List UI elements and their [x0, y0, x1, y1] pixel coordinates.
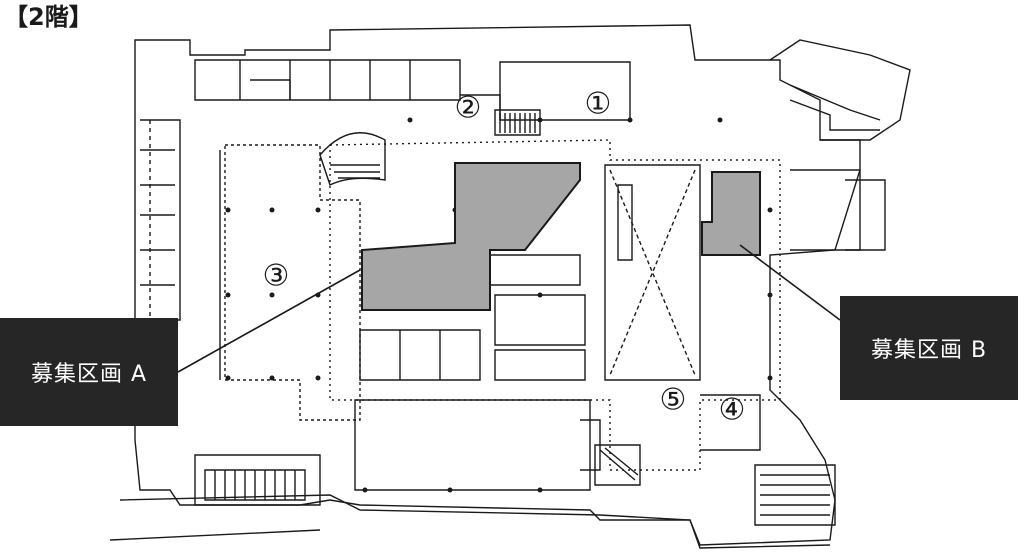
right-wing-rooms: [790, 169, 861, 251]
stairs-2: [494, 109, 541, 136]
lower-hall: [354, 399, 591, 491]
void-right: [604, 164, 701, 381]
area-number-1: ①: [585, 87, 612, 122]
central-core: [489, 254, 581, 286]
callout-recruitment-area-b: 募集区画 B: [840, 296, 1018, 400]
area-number-2: ②: [455, 91, 482, 126]
leader-line-a: [177, 269, 361, 373]
stair-lower: [594, 444, 641, 486]
callout-recruitment-area-a: 募集区画 A: [0, 318, 178, 426]
area-number-3: ③: [263, 259, 290, 294]
upper-rooms: [194, 59, 461, 101]
area-number-4: ④: [719, 393, 746, 428]
leader-line-b: [739, 244, 841, 321]
elevator-block: [359, 329, 481, 381]
recruitment-area-a: [361, 162, 581, 311]
stair-curve: [319, 132, 386, 186]
area-number-5: ⑤: [660, 383, 687, 418]
recruitment-area-b: [701, 171, 761, 256]
bottom-left-stairs: [194, 454, 321, 506]
atrium-3-boundary: [224, 144, 361, 421]
top-right-wing: [769, 39, 911, 141]
building-outline: [134, 24, 861, 546]
floor-title: 【2階】: [4, 3, 93, 31]
column-markers: [225, 117, 773, 493]
bottom-right-stairs: [754, 464, 836, 526]
